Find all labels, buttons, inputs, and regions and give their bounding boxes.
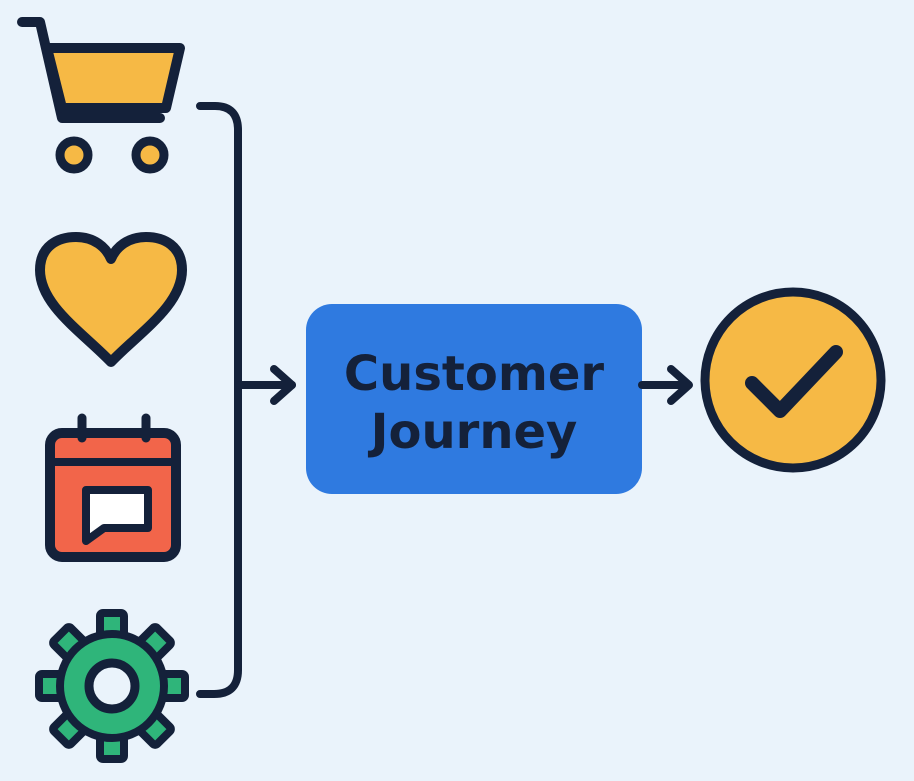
arrow-to-outcome bbox=[638, 365, 693, 405]
heart-icon bbox=[35, 232, 187, 367]
journey-label-line1: Customer bbox=[344, 346, 604, 402]
arrow-to-journey bbox=[236, 365, 296, 405]
shopping-cart-icon bbox=[17, 17, 185, 174]
bracket-connector bbox=[196, 102, 242, 698]
calendar-chat-icon bbox=[45, 413, 181, 562]
journey-label-line2: Journey bbox=[368, 404, 578, 460]
gear-icon bbox=[35, 609, 189, 763]
customer-journey-node: Customer Journey bbox=[306, 304, 642, 494]
checkmark-circle-icon bbox=[700, 287, 886, 473]
